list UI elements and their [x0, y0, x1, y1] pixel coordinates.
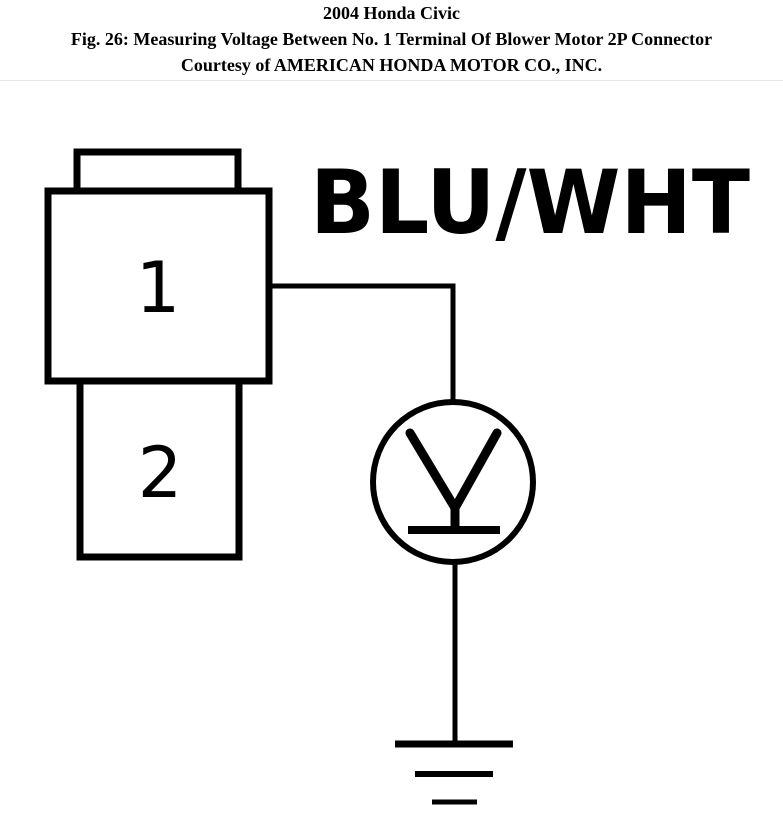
vehicle-title: 2004 Honda Civic	[322, 3, 460, 23]
terminal-2-label: 2	[138, 432, 183, 514]
figure-header: 2004 Honda Civic Fig. 26: Measuring Volt…	[0, 0, 783, 78]
figure-caption: Fig. 26: Measuring Voltage Between No. 1…	[70, 29, 713, 49]
header-divider	[0, 80, 783, 81]
wire-color-label: BLU/WHT	[310, 151, 750, 254]
blu-wht-wire	[269, 283, 456, 402]
connector-latch	[73, 148, 242, 191]
ground-symbol-icon	[395, 740, 513, 805]
courtesy-line: Courtesy of AMERICAN HONDA MOTOR CO., IN…	[180, 55, 603, 75]
terminal-2-cavity	[76, 381, 243, 561]
terminal-1-label: 1	[136, 247, 181, 329]
voltmeter-icon	[370, 399, 536, 565]
